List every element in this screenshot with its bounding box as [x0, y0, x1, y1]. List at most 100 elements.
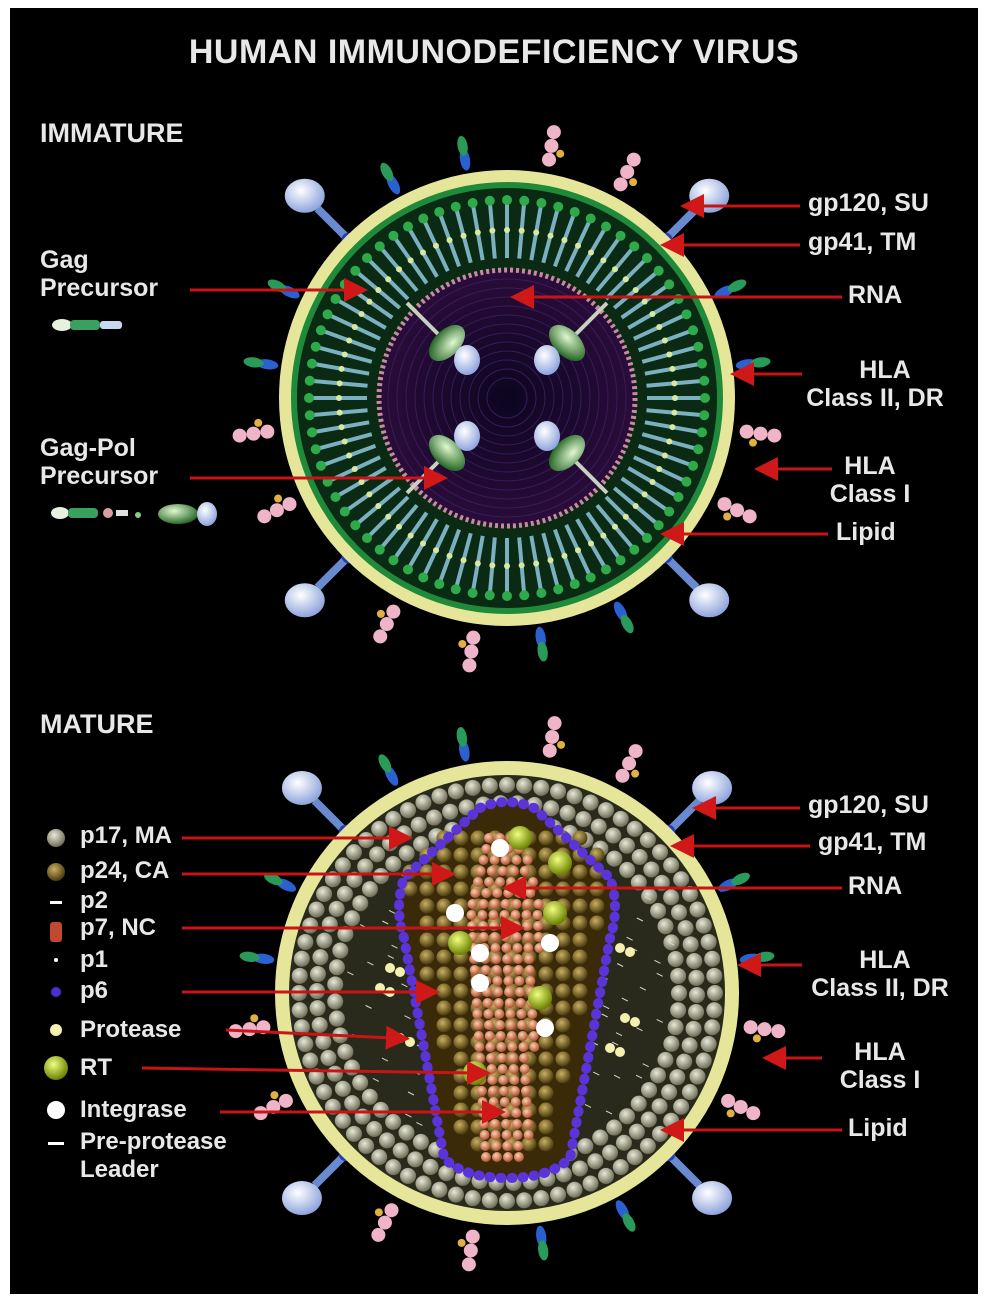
- p7-nc-bead: [490, 899, 500, 909]
- p7-nc-bead: [534, 899, 544, 909]
- p17-ma-bead: [335, 1113, 351, 1129]
- p17-ma-bead: [701, 934, 717, 950]
- p7-nc-bead: [502, 954, 512, 964]
- p24-ca-bead: [454, 1103, 469, 1118]
- p7-nc-bead: [502, 1141, 512, 1151]
- gag-ca-bead: [575, 547, 581, 553]
- p17-ma-bead: [369, 846, 385, 862]
- p17-ma-bead: [707, 985, 723, 1001]
- p7-nc-bead: [479, 899, 489, 909]
- hla-bead: [260, 425, 274, 439]
- hla-dot: [458, 640, 466, 648]
- gag-ca-bead: [366, 491, 372, 497]
- gag-precursor-glyph: [52, 319, 122, 331]
- gag-ca-bead: [561, 237, 567, 243]
- gag-ma-bead: [307, 359, 317, 369]
- p17-ma-bead: [689, 1069, 705, 1085]
- p17-ma-bead: [329, 1011, 345, 1027]
- gag-ca-bead: [666, 352, 672, 358]
- mature-legend-glyphs: [44, 829, 68, 1145]
- hla-dot: [753, 1034, 761, 1042]
- gag-ca-bead: [662, 338, 668, 344]
- p7-nc-bead: [501, 899, 511, 909]
- p7-nc-bead: [483, 998, 493, 1008]
- p17-ma-bead: [362, 1089, 378, 1105]
- p17-ma-bead: [652, 844, 668, 860]
- hla-bead: [754, 427, 768, 441]
- gag-ma-bead: [642, 253, 652, 263]
- gag-ca-bead: [489, 228, 495, 234]
- p17-ma-bead: [438, 1165, 454, 1181]
- p7-nc-bead: [527, 1009, 537, 1019]
- hla-bead: [721, 1094, 735, 1108]
- p7-nc-bead: [523, 943, 533, 953]
- gag-ma-bead: [654, 520, 664, 530]
- p7-nc-bead: [481, 1152, 491, 1162]
- imm-hla2-label-line1: HLA: [800, 358, 970, 383]
- p7-nc-bead: [495, 877, 505, 887]
- p24-ca-bead: [420, 967, 435, 982]
- gag-ca-bead: [408, 533, 414, 539]
- p7-nc-bead: [497, 1053, 507, 1063]
- hla-bead: [622, 756, 636, 770]
- gag-ca-bead: [461, 557, 467, 563]
- hla-dot: [250, 1014, 258, 1022]
- p7-nc-bead: [498, 866, 508, 876]
- p7-nc-bead: [505, 1009, 515, 1019]
- p17-ma-bead: [583, 795, 599, 811]
- gag-ma-bead: [485, 196, 495, 206]
- hla-bead: [462, 1257, 476, 1271]
- p17-ma-bead: [613, 811, 629, 827]
- imm-gp41-label: gp41, TM: [808, 230, 916, 255]
- gag-ca-bead: [669, 424, 675, 430]
- hla-dot: [375, 1208, 383, 1216]
- p17-ma-bead: [352, 895, 368, 911]
- gag-ca-bead: [642, 491, 648, 497]
- protease-bead: [615, 1047, 625, 1057]
- p24-ca-bead: [454, 882, 469, 897]
- gag-ma-bead: [688, 325, 698, 335]
- p17-ma-bead: [327, 976, 343, 992]
- p17-ma-bead: [591, 819, 607, 835]
- hla-bead: [243, 1022, 257, 1036]
- p17-ma-bead: [641, 888, 657, 904]
- p17-ma-bead: [310, 1000, 326, 1016]
- p7-nc-bead: [522, 1097, 532, 1107]
- imm-rna-label: RNA: [848, 283, 902, 308]
- p17-ma-bead: [400, 802, 416, 818]
- p17-ma-bead: [358, 832, 374, 848]
- gag-ca-bead: [547, 233, 553, 239]
- hla-bead: [746, 1106, 760, 1120]
- p7-nc-bead: [490, 932, 500, 942]
- p7-nc-bead: [492, 965, 502, 975]
- p7-nc-bead: [528, 877, 538, 887]
- p7-nc-bead: [522, 921, 532, 931]
- p7-nc-bead: [479, 932, 489, 942]
- legend-p2-glyph: [50, 901, 62, 904]
- legend-p24: p24, CA: [80, 859, 169, 883]
- p7-nc-bead: [514, 1152, 524, 1162]
- p7-nc-bead: [500, 1108, 510, 1118]
- p24-ca-bead: [573, 865, 588, 880]
- legend-preprotease-glyph: [48, 1142, 64, 1145]
- p7-nc-bead: [512, 855, 522, 865]
- p24-ca-bead: [454, 967, 469, 982]
- p17-ma-bead: [373, 1102, 389, 1118]
- p24-ca-bead: [573, 899, 588, 914]
- p17-ma-bead: [385, 1159, 401, 1175]
- gag-ca-bead: [623, 276, 629, 282]
- gag-ca-bead: [346, 452, 352, 458]
- p17-ma-bead: [669, 1069, 685, 1085]
- p7-nc-bead: [525, 965, 535, 975]
- p7-nc-bead: [484, 1020, 494, 1030]
- p7-nc-bead: [521, 1086, 531, 1096]
- p24-ca-bead: [539, 1120, 554, 1135]
- gag-ca-bead: [396, 524, 402, 530]
- gag-ma-bead: [502, 591, 512, 601]
- p7-nc-bead: [503, 1152, 513, 1162]
- gag-ca-bead: [623, 514, 629, 520]
- hla-bead: [282, 497, 296, 511]
- gp120-knob: [282, 771, 322, 805]
- legend-p6: p6: [80, 979, 108, 1003]
- rt-bead: [528, 986, 552, 1010]
